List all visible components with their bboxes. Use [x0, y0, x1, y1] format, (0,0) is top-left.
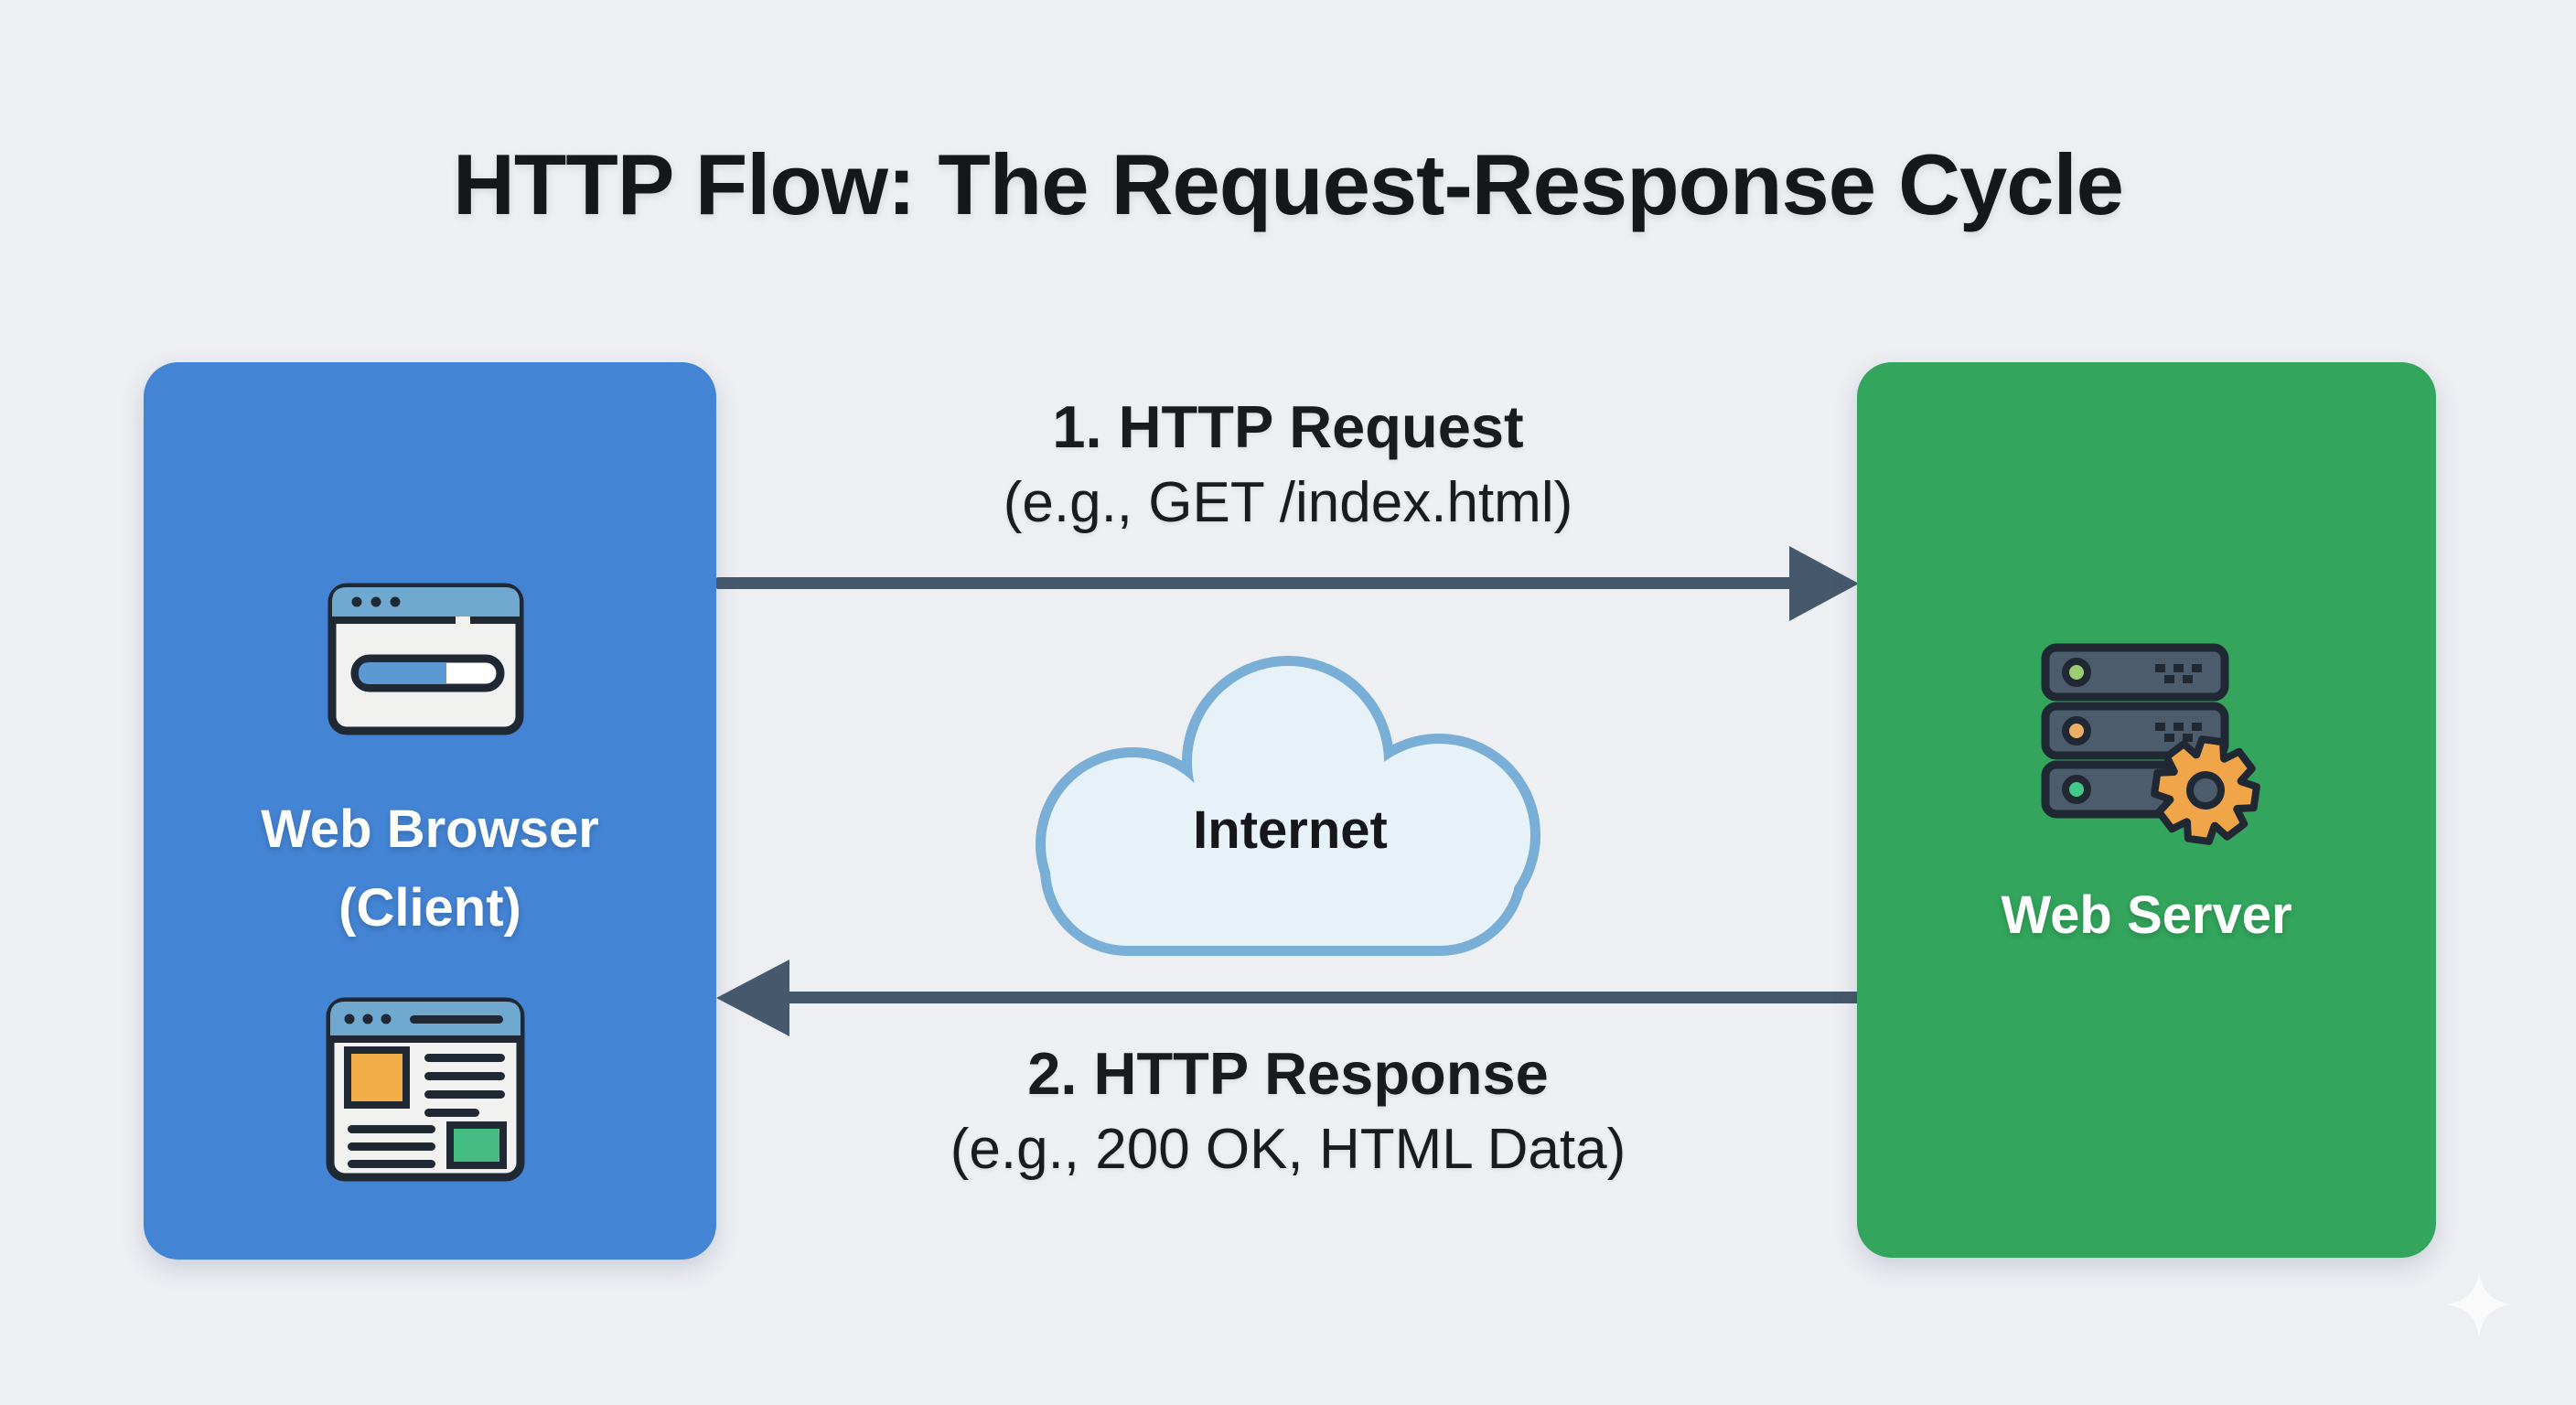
- request-arrow-line: [716, 577, 1792, 589]
- response-arrowhead-icon: [716, 960, 789, 1036]
- webpage-content-icon: [326, 997, 525, 1182]
- window-dot: [370, 596, 381, 607]
- request-example: (e.g., GET /index.html): [1003, 471, 1573, 534]
- window-dot: [381, 1014, 392, 1024]
- client-box-label: Web Browser (Client): [144, 790, 716, 948]
- request-label: 1. HTTP Request: [1052, 393, 1524, 460]
- request-label-group: 1. HTTP Request (e.g., GET /index.html): [717, 389, 1859, 541]
- led-orange-icon: [2062, 716, 2091, 745]
- header-divider: [332, 617, 456, 624]
- client-label-line1: Web Browser: [261, 799, 599, 859]
- response-arrow-line: [787, 992, 1859, 1003]
- window-dot: [351, 596, 362, 607]
- server-box-label: Web Server: [1857, 876, 2436, 955]
- window-dot: [390, 596, 401, 607]
- page-title: HTTP Flow: The Request-Response Cycle: [453, 136, 2124, 232]
- text-line: [348, 1125, 435, 1133]
- image-placeholder-block: [344, 1046, 410, 1109]
- led-green-icon: [2062, 658, 2091, 687]
- loading-bar-progress: [359, 662, 446, 684]
- browser-header: [332, 587, 520, 617]
- content-block-green: [446, 1121, 507, 1169]
- internet-cloud: Internet: [1023, 638, 1558, 960]
- text-line: [348, 1160, 435, 1168]
- internet-label: Internet: [1193, 800, 1388, 860]
- client-label-line2: (Client): [338, 878, 521, 938]
- header-divider: [470, 617, 520, 624]
- cloud-icon: [1036, 656, 1540, 956]
- text-line: [424, 1109, 479, 1117]
- sparkle-icon: [2446, 1271, 2512, 1337]
- led-teal-icon: [2062, 775, 2091, 804]
- cloud-body: [1046, 666, 1530, 946]
- header-divider: [330, 1035, 521, 1043]
- text-line: [348, 1142, 435, 1151]
- server-label-line1: Web Server: [2001, 885, 2292, 945]
- text-line: [424, 1072, 505, 1080]
- response-label: 2. HTTP Response: [1027, 1040, 1549, 1107]
- text-line: [424, 1054, 505, 1062]
- response-example: (e.g., 200 OK, HTML Data): [950, 1118, 1626, 1181]
- response-label-group: 2. HTTP Response (e.g., 200 OK, HTML Dat…: [717, 1035, 1859, 1187]
- window-dot: [344, 1014, 355, 1024]
- browser-window-loading-icon: [327, 583, 524, 735]
- window-dot: [362, 1014, 373, 1024]
- vent-dots: [2155, 664, 2202, 742]
- request-arrowhead-icon: [1789, 546, 1859, 621]
- text-line: [424, 1090, 505, 1099]
- server-rack-icon: [2041, 643, 2260, 845]
- address-bar-line: [410, 1015, 503, 1024]
